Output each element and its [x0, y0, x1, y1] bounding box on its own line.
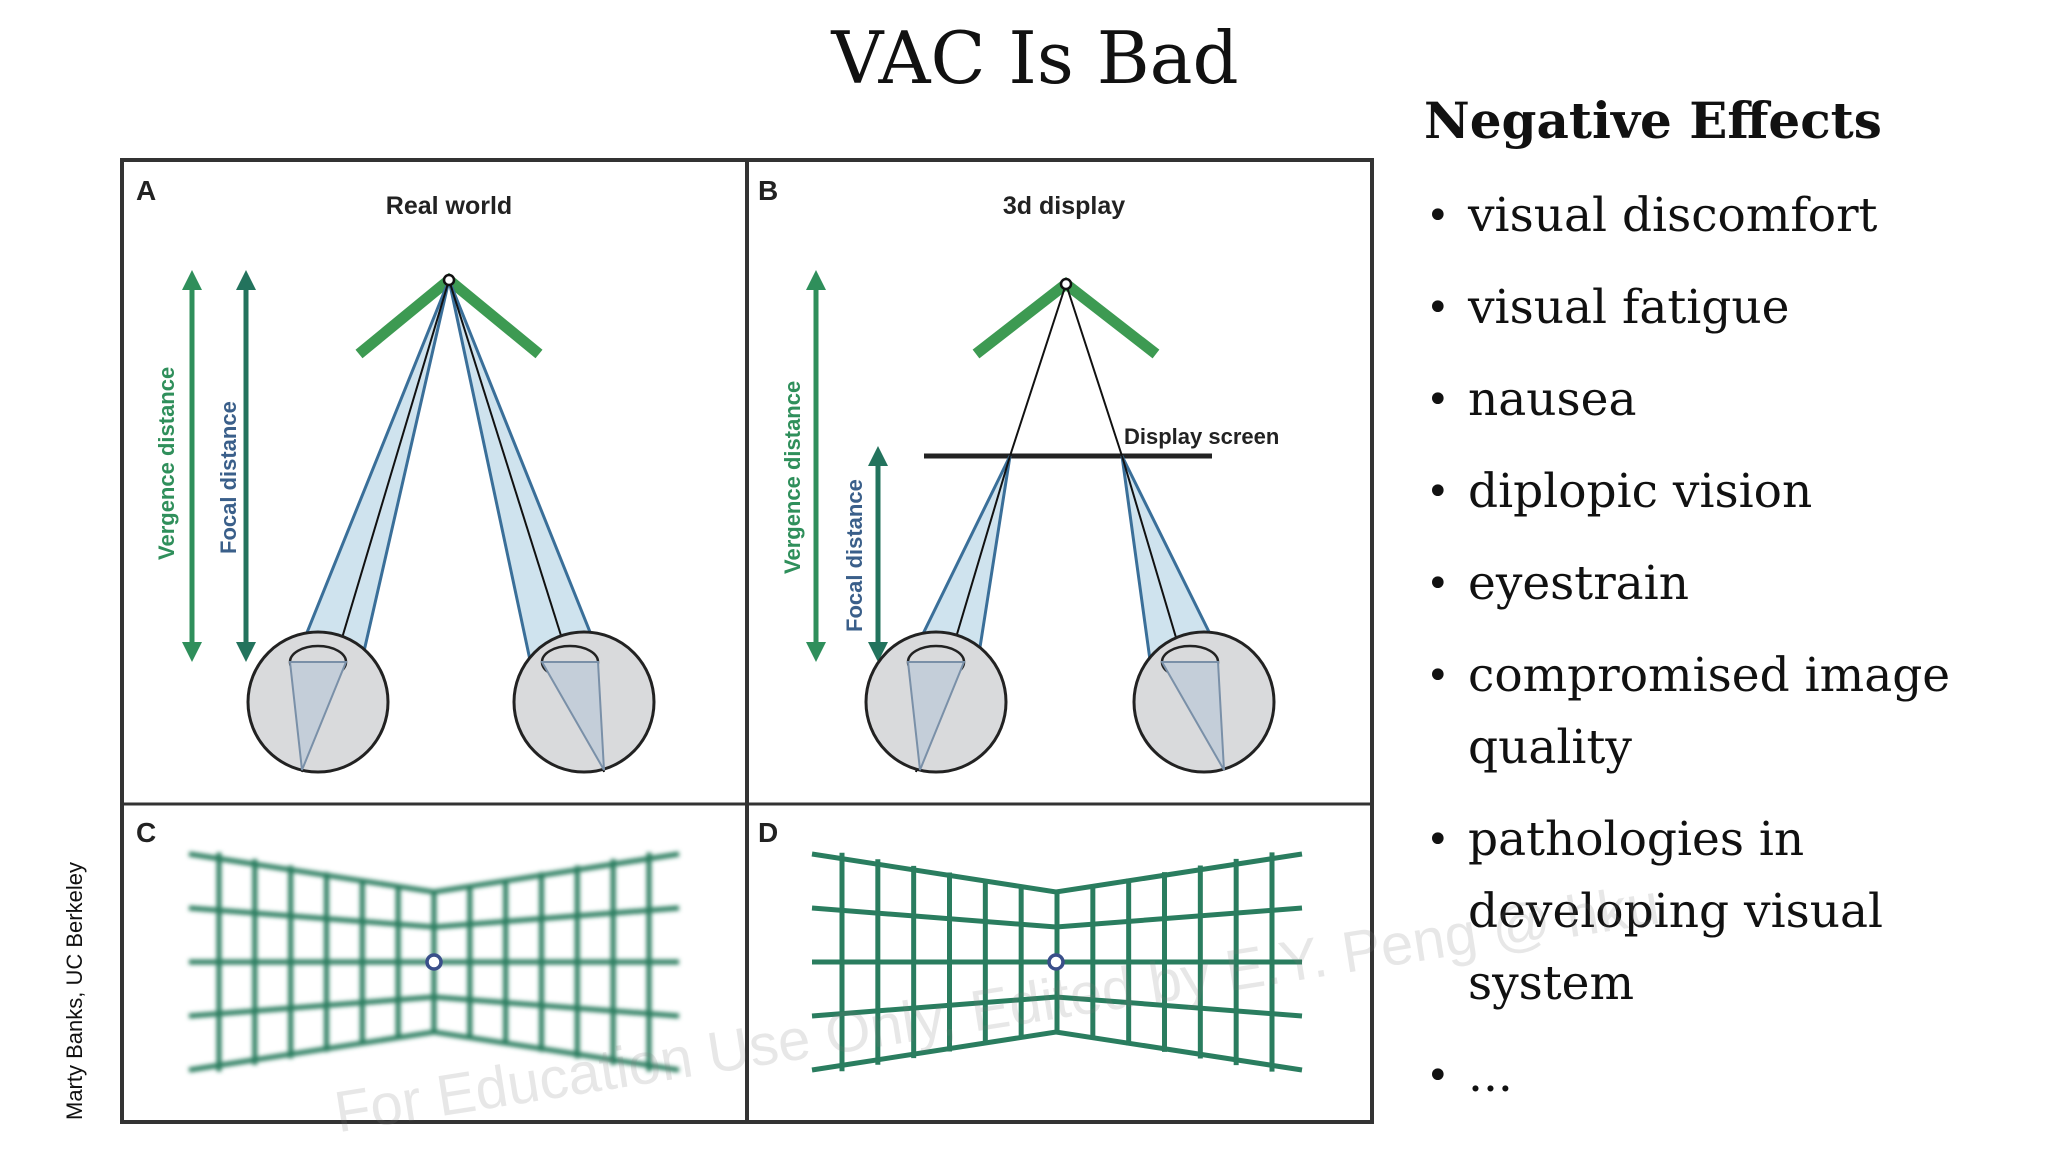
vergence-label: Vergence distance	[154, 367, 179, 560]
effect-item: • visual discomfort	[1424, 180, 2024, 252]
effects-list: • visual discomfort • visual fatigue • nausea…	[1424, 180, 2024, 1112]
slide-title: VAC Is Bad	[831, 16, 1239, 100]
negative-effects-panel: Negative Effects • visual discomfort • visu…	[1424, 88, 2024, 1132]
display-screen-label: Display screen	[1124, 424, 1279, 449]
target-object	[355, 272, 543, 359]
panel-c-letter: C	[136, 817, 156, 848]
effect-text: nausea	[1468, 372, 1637, 427]
effect-text: diplopic vision	[1468, 464, 1813, 519]
vac-figure: A Real world Vergence distance Focal dis…	[120, 158, 1374, 1124]
effect-text: compromised image quality	[1468, 648, 1951, 775]
target-object	[972, 277, 1160, 359]
bullet-icon: •	[1426, 469, 1450, 515]
effect-item: •...	[1424, 1040, 2024, 1112]
image-credit: Marty Banks, UC Berkeley	[62, 862, 87, 1120]
fixation-point	[1059, 277, 1073, 291]
bullet-icon: •	[1426, 561, 1450, 607]
panel-a-title: Real world	[386, 192, 512, 220]
fixation-point	[442, 273, 456, 287]
effect-item: • visual fatigue	[1424, 272, 2024, 344]
effect-text: ...	[1468, 1048, 1513, 1103]
bullet-icon: •	[1426, 285, 1450, 331]
bullet-icon: •	[1426, 653, 1450, 699]
panel-b-letter: B	[758, 175, 778, 206]
bullet-icon: •	[1426, 193, 1450, 239]
left-light-cone	[917, 455, 1012, 663]
effect-item: • eyestrain	[1424, 548, 2024, 620]
panel-a: A Real world Vergence distance Focal dis…	[136, 175, 656, 774]
focal-label: Focal distance	[842, 479, 867, 632]
bullet-icon: •	[1426, 1053, 1450, 1099]
effect-item: • nausea	[1424, 364, 2024, 436]
effect-text: eyestrain	[1468, 556, 1689, 611]
bullet-icon: •	[1426, 377, 1450, 423]
panel-d: D	[758, 817, 1303, 1073]
effect-item: • pathologies in developing visual system	[1424, 804, 2024, 1020]
effect-item: • compromised image quality	[1424, 640, 2024, 784]
effect-text: visual discomfort	[1468, 188, 1878, 243]
panel-d-letter: D	[758, 817, 778, 848]
fixation-point	[1047, 953, 1065, 971]
effects-heading: Negative Effects	[1424, 91, 1882, 150]
blurred-grid	[188, 851, 680, 1073]
effect-item: • diplopic vision	[1424, 456, 2024, 528]
bullet-icon: •	[1426, 817, 1450, 863]
panel-b: B 3d display Vergence distance Focal dis…	[758, 175, 1279, 774]
panel-a-letter: A	[136, 175, 156, 206]
effect-text: pathologies in developing visual system	[1468, 812, 1884, 1011]
effect-text: visual fatigue	[1468, 280, 1790, 335]
sharp-grid	[811, 851, 1303, 1073]
vergence-label: Vergence distance	[780, 381, 805, 574]
vac-diagram: A Real world Vergence distance Focal dis…	[124, 162, 1370, 1120]
right-light-cone	[1120, 455, 1217, 662]
panel-b-title: 3d display	[1003, 192, 1125, 220]
fixation-point	[425, 953, 443, 971]
panel-c: C	[136, 817, 680, 1073]
focal-label: Focal distance	[216, 401, 241, 554]
